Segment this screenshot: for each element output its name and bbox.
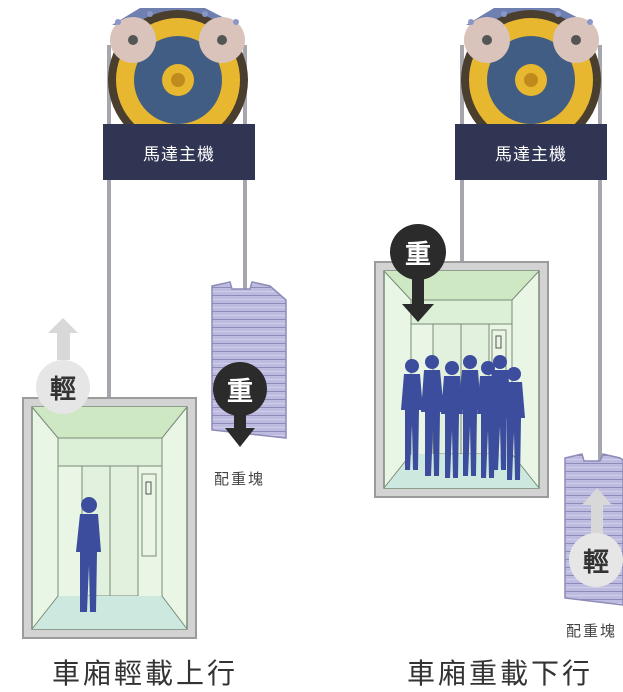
right-up-arrow-icon <box>582 488 612 540</box>
right-crowd-icon <box>401 355 525 480</box>
left-car-light-badge: 輕 <box>36 360 90 414</box>
left-counterweight-label: 配重塊 <box>214 470 266 488</box>
right-motor-wheel <box>461 8 601 150</box>
left-person-icon <box>76 497 101 612</box>
right-car-heavy-badge: 重 <box>390 224 446 280</box>
left-counterweight-heavy-badge: 重 <box>213 362 267 416</box>
right-counterweight-label: 配重塊 <box>566 622 618 640</box>
right-caption: 車廂重載下行 <box>407 657 594 690</box>
right-counterweight-light-badge: 輕 <box>569 533 623 587</box>
right-motor-label: 馬達主機 <box>455 124 607 180</box>
right-down-arrow-icon <box>402 272 434 322</box>
left-motor-wheel <box>108 8 248 150</box>
left-elevator-car <box>22 397 197 639</box>
left-motor-label: 馬達主機 <box>103 124 255 180</box>
left-caption: 車廂輕載上行 <box>52 657 239 690</box>
left-up-arrow-icon <box>48 318 78 360</box>
left-counterweight <box>211 281 287 439</box>
